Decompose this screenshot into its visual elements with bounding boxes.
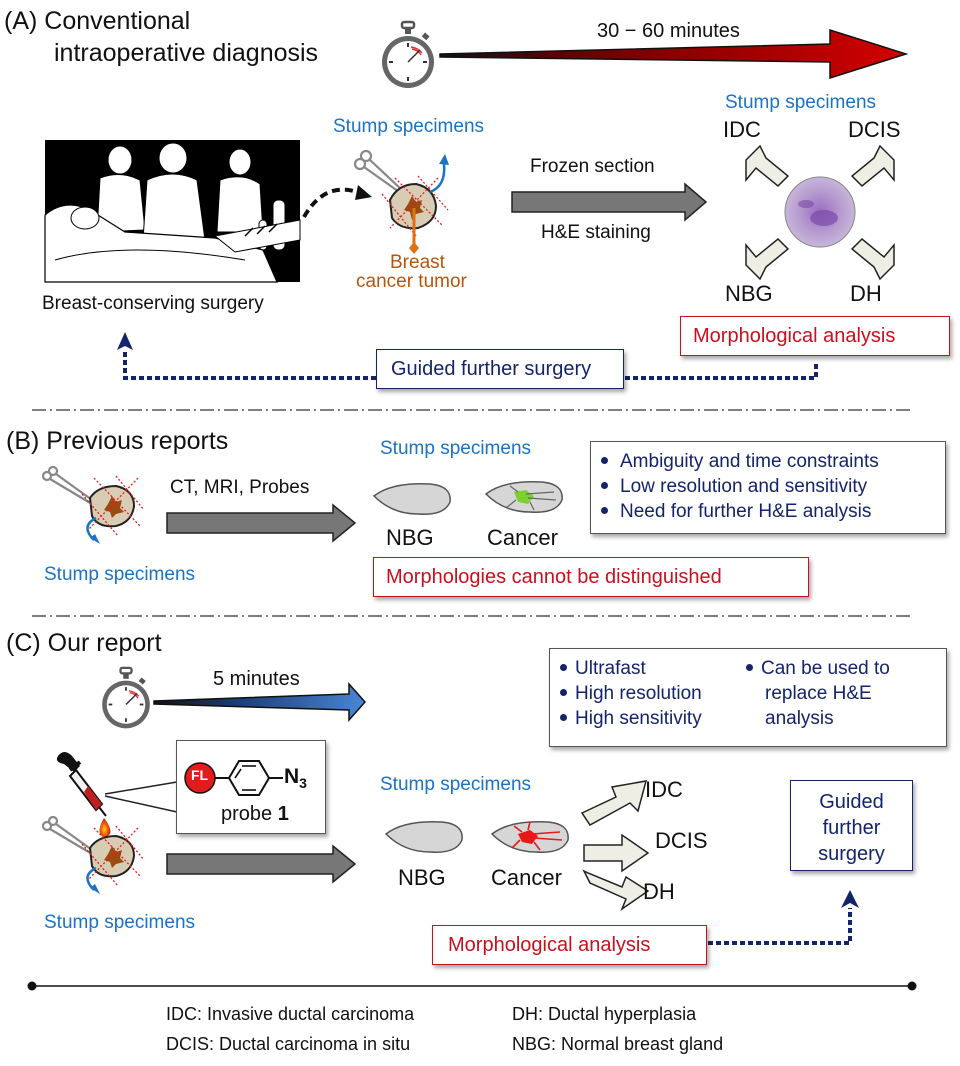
section-divider (32, 615, 912, 617)
cancer-specimen-icon (490, 821, 569, 853)
nbg-specimen-icon (384, 821, 463, 853)
legend-dh: DH: Ductal hyperplasia (512, 1004, 697, 1024)
tumor-label-line1: Breast (390, 252, 445, 273)
process-arrow-b (166, 503, 357, 543)
advantage-item: High sensitivity (556, 706, 702, 731)
specimen-nbg-b: NBG (386, 525, 434, 550)
analysis-label-a: Morphological analysis (693, 325, 896, 347)
result-stump-label-b: Stump specimens (380, 438, 532, 459)
process-arrow-a (511, 182, 708, 222)
advantages-box: Ultrafast High resolution High sensitivi… (549, 648, 947, 747)
advantage-item-cont: replace H&E (765, 683, 872, 704)
guided-box-c: Guided further surgery (790, 780, 913, 871)
limitation-item: Low resolution and sensitivity (597, 474, 879, 499)
time-label-c: 5 minutes (213, 668, 300, 690)
probe-structure (184, 760, 283, 796)
specimen-cancer-b: Cancer (487, 525, 558, 550)
dropper-icon (56, 752, 111, 837)
guided-label-c: Guided further surgery (818, 791, 885, 865)
outcome-arrows-c (580, 780, 650, 912)
specimen-cancer-c: Cancer (491, 865, 562, 890)
stopwatch-icon (382, 20, 434, 88)
outcome-dh: DH (850, 281, 882, 306)
stump-label-c: Stump specimens (44, 912, 196, 933)
advantage-item: High resolution (556, 681, 702, 706)
outcome-dcis-c: DCIS (655, 828, 708, 853)
feedback-dotted-arrow-a (117, 332, 818, 380)
section-b-title: (B) Previous reports (6, 427, 229, 455)
guided-box-a: Guided further surgery (376, 349, 624, 389)
outcome-idc-c: IDC (645, 777, 683, 802)
process-bottom-label: H&E staining (541, 222, 651, 243)
probe-callout-pointer (104, 781, 178, 813)
advantage-item-cont: analysis (765, 708, 834, 729)
legend-idc: IDC: Invasive ductal carcinoma (166, 1004, 415, 1024)
conclusion-box-b: Morphologies cannot be distinguished (373, 557, 809, 597)
tumor-specimen-icon (41, 465, 145, 544)
cancer-specimen-icon (484, 481, 563, 513)
nbg-specimen-icon (372, 483, 451, 515)
probe-fl-label: FL (191, 767, 209, 783)
analysis-box-a: Morphological analysis (680, 316, 950, 356)
guided-label-a: Guided further surgery (391, 358, 592, 380)
legend-dcis: DCIS: Ductal carcinoma in situ (166, 1034, 411, 1054)
result-stump-label-c: Stump specimens (380, 774, 532, 795)
tumor-specimen-icon (41, 815, 145, 894)
feedback-dotted-arrow-c (708, 890, 859, 945)
section-a-subtitle: intraoperative diagnosis (54, 39, 319, 67)
method-label: CT, MRI, Probes (170, 477, 310, 498)
tumor-specimen-icon (353, 149, 449, 254)
stopwatch-icon (102, 666, 150, 729)
conclusion-label: Morphologies cannot be distinguished (386, 566, 722, 588)
legend-rule (27, 981, 917, 991)
surgery-label: Breast-conserving surgery (42, 293, 264, 314)
outcome-nbg: NBG (725, 281, 773, 306)
result-stump-label-a: Stump specimens (725, 92, 877, 113)
surgery-illustration (44, 140, 301, 283)
process-top-label: Frozen section (530, 156, 655, 177)
probe-azide-label: N3 (284, 765, 307, 792)
section-divider (32, 409, 912, 411)
limitations-list: Ambiguity and time constraints Low resol… (597, 449, 879, 524)
stump-label-a: Stump specimens (333, 116, 485, 137)
advantages-list-right: Can be used to replace H&E analysis (742, 656, 890, 731)
tumor-label-line2: cancer tumor (356, 271, 467, 292)
outcome-dcis: DCIS (848, 117, 901, 142)
section-c-title: (C) Our report (6, 629, 162, 657)
probe-name-label: probe 1 (221, 803, 289, 825)
section-a-title: (A) Conventional (4, 7, 191, 35)
outcome-idc: IDC (723, 117, 761, 142)
analysis-label-c: Morphological analysis (448, 934, 651, 956)
outcome-dh-c: DH (643, 879, 675, 904)
limitations-box: Ambiguity and time constraints Low resol… (590, 441, 946, 534)
time-arrow-blue (153, 682, 367, 722)
advantage-item: Can be used to (742, 656, 890, 681)
time-arrow-red (439, 28, 909, 80)
limitation-item: Need for further H&E analysis (597, 499, 879, 524)
dashed-arrow (302, 185, 372, 219)
process-arrow-c (166, 844, 357, 884)
probe-box: FL N3 probe 1 (176, 740, 326, 834)
limitation-item: Ambiguity and time constraints (597, 449, 879, 474)
time-label-a: 30 − 60 minutes (597, 20, 740, 42)
he-slide-icon (745, 144, 895, 281)
specimen-nbg-c: NBG (398, 865, 446, 890)
stump-label-b: Stump specimens (44, 564, 196, 585)
advantage-item: Ultrafast (556, 656, 702, 681)
advantages-list-left: Ultrafast High resolution High sensitivi… (556, 656, 702, 731)
analysis-box-c: Morphological analysis (432, 925, 707, 965)
legend-nbg: NBG: Normal breast gland (512, 1034, 724, 1054)
